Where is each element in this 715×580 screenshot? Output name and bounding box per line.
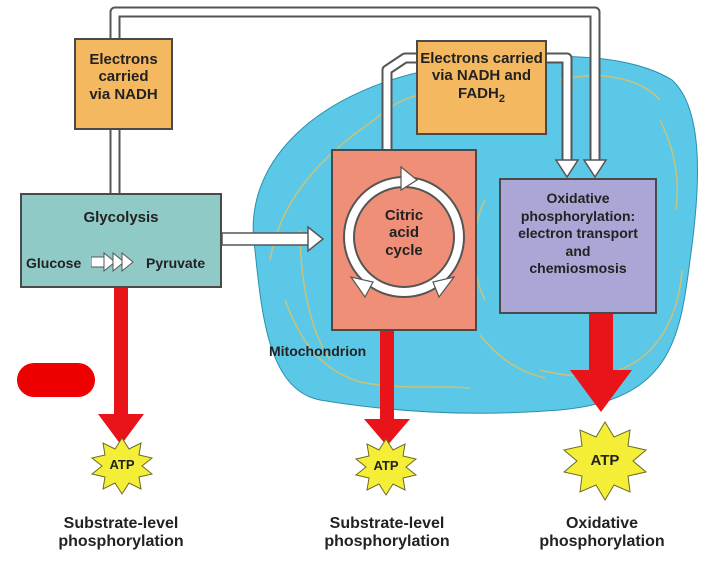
electrons-nadh-fadh-line1: Electrons carried (420, 50, 543, 67)
down-arrow-middle (364, 331, 410, 446)
red-redaction-mark (17, 363, 95, 397)
oxphos-line4: and (565, 242, 591, 259)
cycle-arrow-ring (343, 165, 465, 299)
fadh-subscript: 2 (498, 92, 505, 105)
electrons-nadh-line2: carried (98, 68, 149, 86)
electrons-nadh-line1: Electrons (89, 51, 158, 68)
pyruvate-label: Pyruvate (146, 255, 206, 271)
atp-label-right: ATP (590, 452, 620, 469)
caption-right: Oxidative phosphorylation (522, 515, 682, 552)
citric-line2: acid (388, 224, 419, 242)
citric-acid-cycle-label: Citric acid cycle (331, 207, 477, 259)
electrons-nadh-fadh-label: Electrons carried via NADH and FADH2 (416, 50, 547, 105)
glycolysis-to-citric-shaft (221, 232, 311, 246)
down-arrow-right (570, 314, 632, 412)
oxidative-phosphorylation-box (499, 178, 657, 314)
electrons-nadh-fadh-line3: FADH2 (416, 85, 547, 106)
glycolysis-box (20, 193, 222, 288)
oxphos-line3: electron transport (518, 225, 638, 241)
caption-middle-line2: phosphorylation (324, 533, 450, 551)
glycolysis-title: Glycolysis (83, 209, 159, 226)
electrons-nadh-label: Electrons carried via NADH (74, 51, 173, 103)
glucose-label: Glucose (26, 255, 82, 271)
arrowhead-oxphos-2 (554, 159, 580, 179)
citric-line1: Citric (384, 207, 424, 224)
oxidative-phosphorylation-label: Oxidative phosphorylation: electron tran… (499, 190, 657, 278)
caption-right-line2: phosphorylation (539, 533, 665, 551)
electrons-nadh-line3: via NADH (89, 85, 158, 103)
mitochondrion-label: Mitochondrion (269, 343, 367, 359)
atp-label-middle: ATP (373, 458, 399, 473)
caption-left: Substrate-level phosphorylation (40, 515, 202, 552)
caption-middle: Substrate-level phosphorylation (305, 515, 469, 552)
electrons-nadh-fadh-box (416, 40, 547, 135)
atp-star-right (562, 421, 648, 501)
atp-star-left (90, 437, 154, 495)
electrons-nadh-box (74, 38, 173, 130)
citric-line3: cycle (385, 241, 423, 259)
caption-left-line2: phosphorylation (58, 533, 184, 551)
down-arrow-left (98, 288, 144, 445)
atp-star-middle (354, 438, 418, 496)
oxphos-line5: chemiosmosis (529, 260, 627, 276)
caption-right-line1: Oxidative (565, 515, 639, 532)
caption-left-line1: Substrate-level (63, 515, 179, 532)
glucose-to-pyruvate-arrows (91, 251, 134, 273)
fadh-text: FADH (458, 84, 499, 102)
caption-middle-line1: Substrate-level (329, 515, 445, 532)
atp-label-left: ATP (109, 457, 135, 472)
glycolysis-to-citric-arrowhead (307, 225, 325, 253)
electrons-nadh-fadh-line2: via NADH and (431, 67, 532, 85)
oxphos-line2: phosphorylation: (520, 207, 636, 224)
oxphos-line1: Oxidative (546, 190, 610, 206)
arrowhead-oxphos-1 (582, 159, 608, 179)
